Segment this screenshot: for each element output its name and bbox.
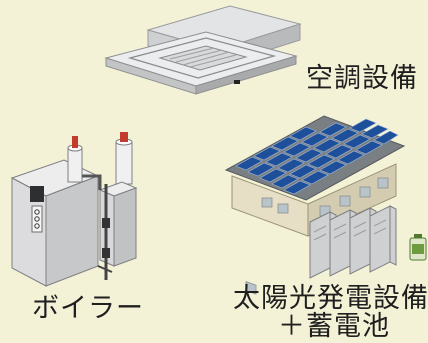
aircon-label: 空調設備 (306, 63, 418, 94)
solar-roof-building-icon (224, 115, 406, 295)
ceiling-cassette-aircon-icon (104, 5, 302, 95)
solar-label-line1: 太陽光発電設備 (233, 283, 428, 314)
boiler-label: ボイラー (32, 293, 144, 324)
boiler-icon (10, 132, 138, 287)
battery-rack-icon (309, 205, 427, 279)
equipment-illustration (10, 5, 427, 295)
solar-label-line2: ＋蓄電池 (278, 311, 390, 342)
